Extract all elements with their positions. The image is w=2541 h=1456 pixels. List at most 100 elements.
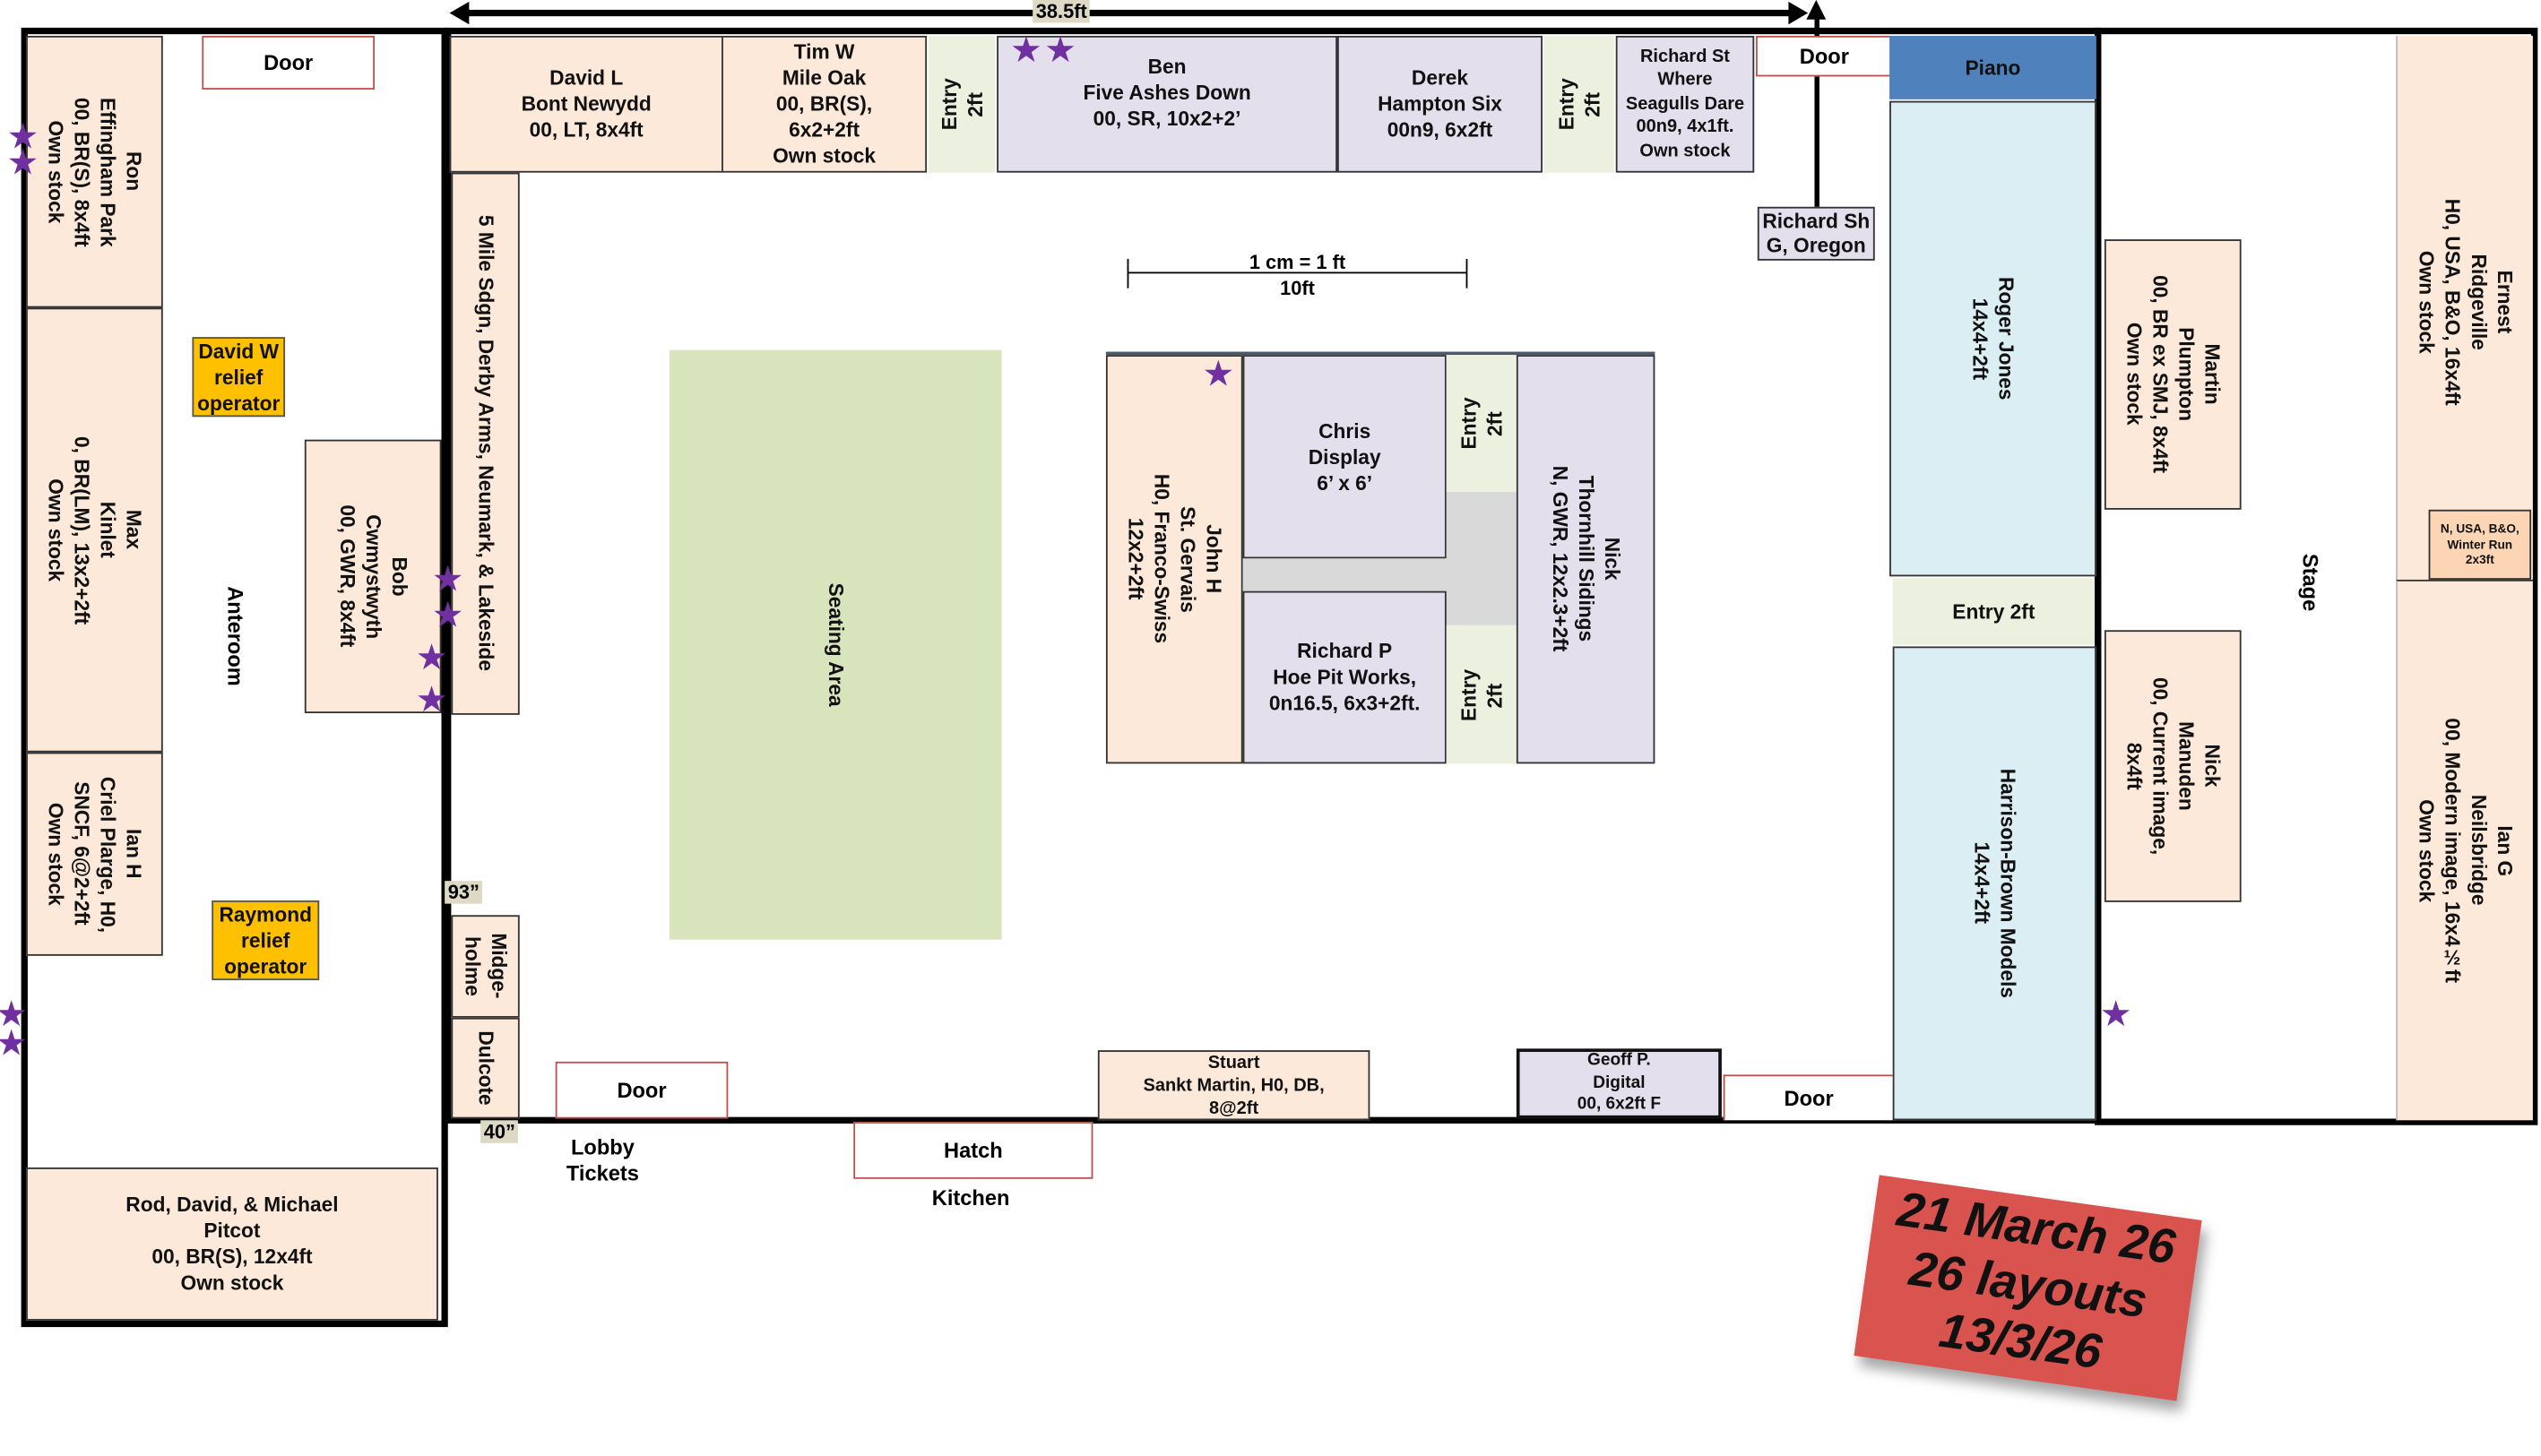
door-label: Door: [1799, 44, 1849, 69]
label-line: Bob: [387, 556, 411, 597]
star-icon: ★: [0, 1025, 30, 1062]
door-top: Door: [1756, 35, 1893, 77]
label-line: 5 Mile Sdgn, Derby Arms, Neumark, & Lake…: [473, 215, 497, 672]
label-line: Criel Plarge, H0,: [96, 776, 119, 933]
label-line: 2ft: [1580, 91, 1604, 117]
label-line: Cwmystwyth: [361, 513, 385, 639]
label-line: Entry: [937, 78, 961, 131]
label-line: 0, BR(LM), 13x2+2ft: [70, 435, 93, 625]
label-line: Neilsbridge: [2467, 795, 2490, 907]
label-line: 00, Current image,: [2148, 676, 2172, 856]
star-icon: ★: [431, 594, 464, 635]
label-line: Entry: [1456, 668, 1481, 721]
label-line: Ben: [1147, 55, 1187, 79]
label-line: Tickets: [566, 1160, 639, 1185]
label-line: Own stock: [2415, 250, 2438, 354]
label-line: Dulcote: [473, 1030, 497, 1106]
label-line: Mile Oak: [782, 66, 867, 90]
label-line: Display: [1308, 445, 1381, 469]
door-label: Door: [617, 1078, 667, 1103]
label-line: 8@2ft: [1209, 1098, 1259, 1118]
star-icon: ★: [1202, 353, 1235, 394]
label-line: 00, BR(S), 12x4ft: [151, 1245, 313, 1269]
label-line: Max: [122, 510, 145, 550]
label-line: Bont Newydd: [521, 92, 652, 116]
label-line: Derek: [1411, 66, 1469, 90]
label-line: 00, 6x2ft F: [1577, 1094, 1662, 1115]
cluster-gap: [1446, 491, 1517, 625]
label-line: Tim W: [793, 40, 855, 64]
label-line: Own stock: [1639, 141, 1731, 161]
label-line: Own stock: [44, 120, 67, 224]
label-line: Nick: [1600, 538, 1623, 582]
label-line: Hampton Six: [1378, 92, 1502, 116]
layout-dulcote: Dulcote: [451, 1017, 520, 1119]
label-line: David W: [198, 339, 280, 363]
scale-bar: [1127, 258, 1468, 289]
label-line: operator: [197, 392, 281, 415]
label-line: Roger Jones: [1994, 277, 2018, 401]
label-line: G, Oregon: [1766, 233, 1866, 257]
label-line: SNCF, 6@2+2ft: [70, 781, 93, 926]
stage-label: Stage: [2298, 553, 2323, 612]
door-label: Door: [264, 50, 314, 75]
label-line: Sankt Martin, H0, DB,: [1143, 1075, 1325, 1096]
label-line: Entry 2ft: [1952, 599, 2035, 624]
label-line: Effingham Park: [96, 97, 119, 247]
label-line: 2ft: [1482, 682, 1507, 707]
label-line: Raymond: [219, 902, 312, 926]
label-line: Entry: [1554, 78, 1578, 131]
label-line: holme: [461, 936, 484, 997]
kitchen-label: Kitchen: [931, 1185, 1010, 1210]
label-line: N, USA, B&O,: [2440, 521, 2519, 537]
label-line: Own stock: [2122, 323, 2146, 426]
door-bottom-right: Door: [1723, 1074, 1893, 1121]
scale-length: 10ft: [1280, 276, 1315, 300]
label-line: Plumpton: [2174, 327, 2198, 422]
layout-five-mile: 5 Mile Sdgn, Derby Arms, Neumark, & Lake…: [451, 172, 520, 715]
pointer-arrow: [1814, 13, 1819, 209]
measure-40: 40”: [480, 1120, 519, 1143]
label-line: Harrison-Brown Models: [1996, 768, 2019, 999]
star-icon: ★: [431, 558, 464, 599]
door-label: Door: [1784, 1086, 1834, 1111]
label-line: 12x2+2ft: [1123, 518, 1147, 601]
label-line: 2ft: [1482, 410, 1507, 436]
label-line: Pitcot: [203, 1219, 261, 1243]
label-line: 2ft: [963, 91, 987, 117]
label-line: Ian G: [2493, 825, 2516, 876]
label-line: 00, BR(S), 8x4ft: [70, 97, 93, 247]
